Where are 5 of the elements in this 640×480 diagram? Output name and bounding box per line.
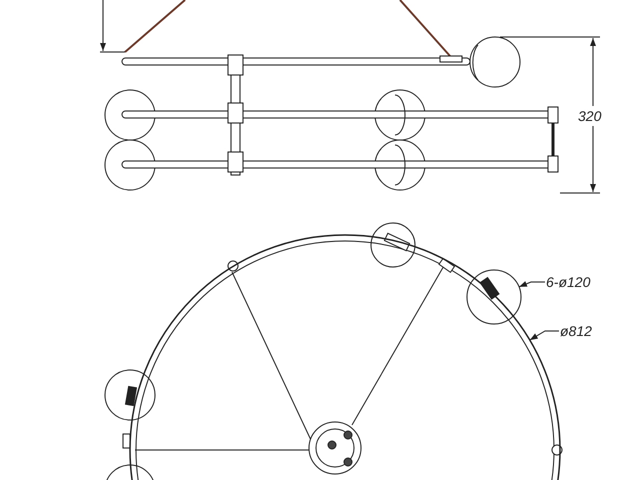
callout-label: ø812 xyxy=(560,321,592,341)
callout-label: 6-ø120 xyxy=(546,272,590,292)
leader-line xyxy=(518,281,546,288)
leader-line xyxy=(529,330,560,341)
dimension-label: 320 xyxy=(578,106,602,126)
